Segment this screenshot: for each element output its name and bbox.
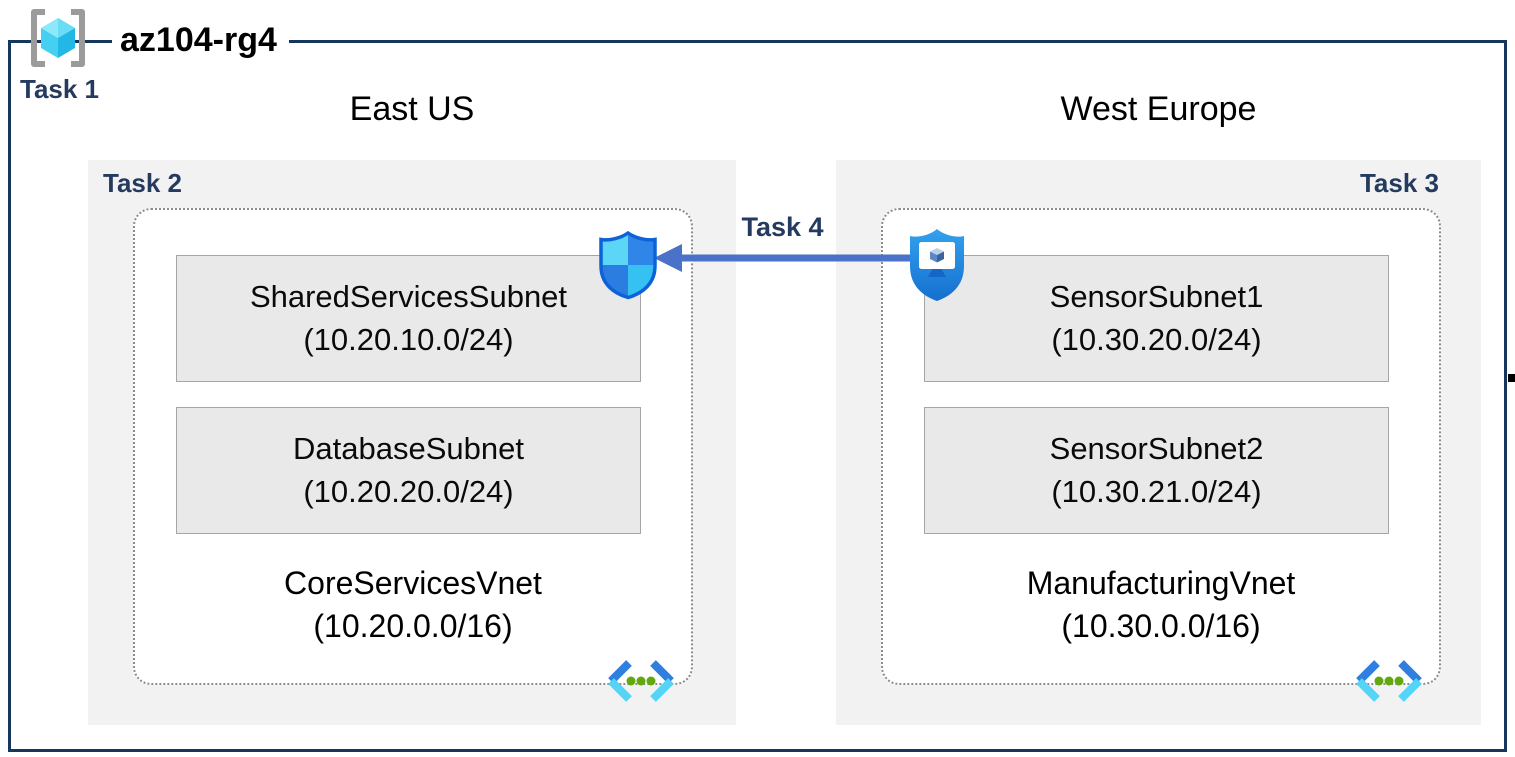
edge-artifact-mark xyxy=(1508,374,1515,382)
subnet-sharedservices: SharedServicesSubnet (10.20.10.0/24) xyxy=(176,255,641,382)
subnet-name: SensorSubnet1 xyxy=(1049,278,1264,314)
subnet-name: SharedServicesSubnet xyxy=(249,278,568,314)
task2-label: Task 2 xyxy=(103,168,183,198)
subnet-sensor1: SensorSubnet1 (10.30.20.0/24) xyxy=(924,255,1389,382)
subnet-cidr: (10.30.20.0/24) xyxy=(1051,321,1262,357)
subnet-name: SensorSubnet2 xyxy=(1049,430,1264,466)
vnet-label-coreservices: CoreServicesVnet (10.20.0.0/16) xyxy=(135,562,691,648)
vnet-label-manufacturing: ManufacturingVnet (10.30.0.0/16) xyxy=(883,562,1439,648)
vnet-name: ManufacturingVnet xyxy=(1026,565,1296,601)
region-title-west-europe: West Europe xyxy=(1060,90,1257,128)
peering-arrow xyxy=(654,244,912,272)
task1-label: Task 1 xyxy=(20,74,100,104)
region-west-europe: Task 3 SensorSubnet1 (10.30.20.0/24) Sen… xyxy=(836,160,1481,725)
defender-shield-icon xyxy=(599,230,657,300)
subnet-database: DatabaseSubnet (10.20.20.0/24) xyxy=(176,407,641,534)
virtual-network-icon xyxy=(608,660,674,702)
vnet-box-coreservices: SharedServicesSubnet (10.20.10.0/24) Dat… xyxy=(133,208,693,702)
virtual-network-icon xyxy=(1356,660,1422,702)
task4-label: Task 4 xyxy=(741,212,824,242)
task3-label: Task 3 xyxy=(1359,168,1439,198)
bastion-shield-icon xyxy=(910,229,964,301)
subnet-sensor2: SensorSubnet2 (10.30.21.0/24) xyxy=(924,407,1389,534)
resource-group-frame xyxy=(8,40,1507,752)
region-title-east-us: East US xyxy=(349,90,475,128)
subnet-cidr: (10.20.20.0/24) xyxy=(303,473,514,509)
vnet-cidr: (10.30.0.0/16) xyxy=(1061,607,1261,644)
subnet-cidr: (10.20.10.0/24) xyxy=(303,321,514,357)
resource-group-icon xyxy=(31,9,85,67)
resource-group-title: az104-rg4 xyxy=(112,20,289,60)
subnet-cidr: (10.30.21.0/24) xyxy=(1051,473,1262,509)
vnet-box-manufacturing: SensorSubnet1 (10.30.20.0/24) SensorSubn… xyxy=(881,208,1441,702)
subnet-name: DatabaseSubnet xyxy=(293,430,524,466)
vnet-name: CoreServicesVnet xyxy=(284,565,542,601)
vnet-cidr: (10.20.0.0/16) xyxy=(313,607,513,644)
